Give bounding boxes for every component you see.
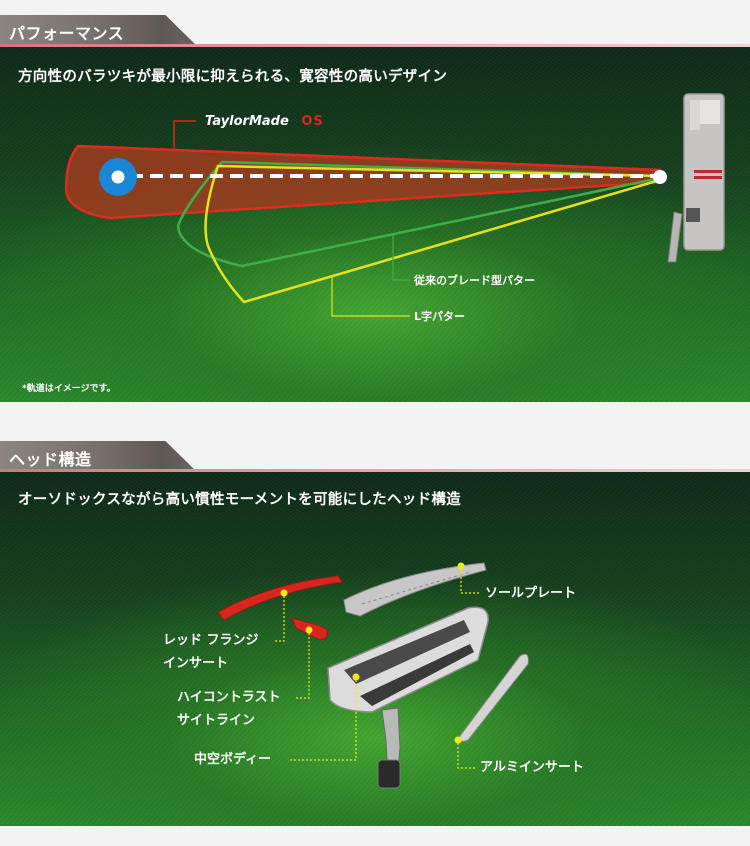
trajectory-note: *軌道はイメージです。 xyxy=(22,384,116,394)
putter-top-view-icon xyxy=(667,93,725,263)
tab-background xyxy=(0,15,165,45)
sightline-leader xyxy=(296,633,310,699)
model-name: OS xyxy=(301,114,324,129)
blade-legend-leader xyxy=(392,234,410,281)
sole-plate-part xyxy=(343,562,487,617)
callout-aluminum-insert: アルミインサート xyxy=(480,760,584,775)
os-dispersion-zone xyxy=(64,144,662,220)
os-callout-line xyxy=(173,120,196,150)
red-flange-dot-icon xyxy=(280,589,288,597)
section-divider-rule xyxy=(0,469,750,472)
head-structure-headline: オーソドックスながら高い慣性モーメントを可能にしたヘッド構造 xyxy=(18,492,461,508)
callout-sightline-line2: サイトライン xyxy=(177,713,256,728)
sole-plate-dot-icon xyxy=(457,562,465,570)
head-structure-grass-panel xyxy=(0,472,750,826)
red-flange-leader xyxy=(273,596,285,642)
golf-ball-icon xyxy=(653,170,667,184)
hole-center-icon xyxy=(111,170,125,184)
performance-tab-label: パフォーマンス xyxy=(9,24,125,43)
aluminum-insert-leader xyxy=(457,743,476,769)
aluminum-insert-part xyxy=(459,653,529,742)
tab-background xyxy=(0,441,165,471)
callout-red-flange-line1: レッド フランジ xyxy=(163,633,259,648)
red-flange-insert-part xyxy=(217,575,343,621)
performance-headline: 方向性のバラツキが最小限に抑えられる、寛容性の高いデザイン xyxy=(18,69,448,85)
callout-hollow-body: 中空ボディー xyxy=(194,752,272,767)
callout-sole-plate: ソールプレート xyxy=(485,586,577,601)
callout-sightline-line1: ハイコントラスト xyxy=(177,690,281,705)
hollow-body-leader xyxy=(289,680,357,761)
trajectory-diagram xyxy=(64,93,725,317)
section-divider-rule xyxy=(0,44,750,47)
performance-grass-panel xyxy=(0,47,750,402)
head-structure-section-tab: ヘッド構造 xyxy=(0,441,196,471)
taylormade-logo: TaylorMade OS xyxy=(205,112,324,132)
performance-section-tab: パフォーマンス xyxy=(0,15,196,45)
l-putter-trajectory xyxy=(204,164,661,304)
sightline-dot-icon xyxy=(305,626,313,634)
legend-blade-putter: 従来のブレード型パター xyxy=(414,274,535,287)
legend-l-putter: L字パター xyxy=(414,310,466,323)
brand-name: TaylorMade xyxy=(205,114,289,129)
hollow-body-dot-icon xyxy=(352,673,360,681)
head-structure-tab-label: ヘッド構造 xyxy=(9,450,92,469)
sole-plate-leader xyxy=(460,569,480,594)
aluminum-insert-dot-icon xyxy=(454,736,462,744)
blade-putter-trajectory xyxy=(176,160,661,268)
hollow-body-part xyxy=(327,606,489,792)
callout-red-flange-line2: インサート xyxy=(163,656,229,671)
l-legend-leader xyxy=(331,277,410,317)
